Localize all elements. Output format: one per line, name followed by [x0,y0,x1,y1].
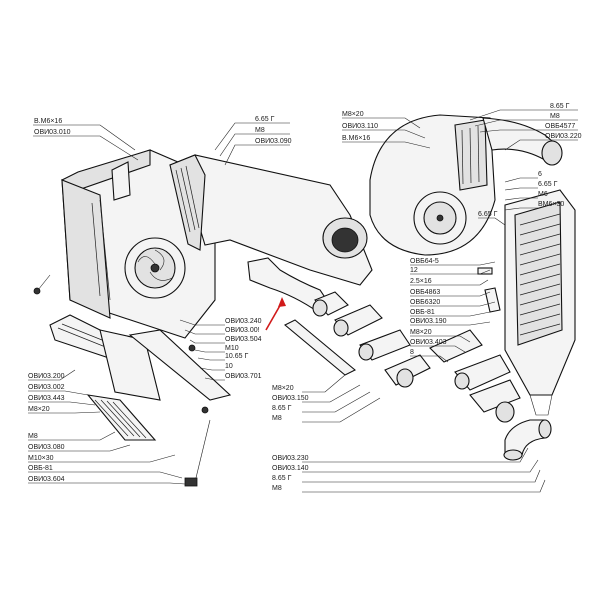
label-bl2: ОВИ03.002 [28,384,65,391]
label-rs1: ОВБ64-5 [410,258,439,265]
label-cm5: 10.65 Г [225,353,248,360]
label-tl2: ОВИ03.010 [34,129,71,136]
label-br2: ОВИ03.140 [272,465,309,472]
flat-rods [284,267,501,376]
label-br1: ОВИ03.230 [272,455,309,462]
label-rs2: 12 [410,267,418,274]
label-rm1: 6 [538,171,542,178]
label-tc2: М8 [255,127,265,134]
label-tm2: ОВИ03.110 [342,123,378,130]
label-cm4: М10 [225,345,239,352]
label-bl3: ОВИ03.443 [28,395,65,402]
label-bl7: М10×30 [28,455,54,462]
label-cm2: ОВИ03.00! [225,327,260,334]
right-fan-housing [369,114,496,256]
label-br4: М8 [272,485,282,492]
label-cm6: 10 [225,363,233,370]
label-bl1: ОВИ03.200 [28,373,65,380]
label-bl5: М8 [28,433,38,440]
label-rs5: ОВБ6320 [410,299,440,306]
label-bm2: ОВИ03.150 [272,395,309,402]
label-tr4: ОВИ03.220 [545,133,582,140]
label-rm4: ВМ6×30 [538,201,564,208]
label-bm4: М8 [272,415,282,422]
label-tc1: 6.65 Г [255,116,275,123]
label-tm1: М8×20 [342,111,364,118]
leader-lines [28,109,578,493]
part-labels: В.М6×16 ОВИ03.010 6.65 Г М8 ОВИ03.090 М8… [28,103,582,492]
red-indicator-arrow [265,297,286,331]
label-bl9: ОВИ03.604 [28,476,65,483]
label-rs10: 8 [410,349,414,356]
label-bl4: М8×20 [28,406,50,413]
label-rs4: ОВБ4863 [410,289,440,296]
vertical-filter-column [504,189,576,416]
lower-elbow-pipe [503,419,552,461]
label-rs7: ОВИ03.190 [410,318,447,325]
label-rs6: ОВБ-81 [410,309,435,316]
label-cm1: ОВИ03.240 [225,318,262,325]
upper-duct [169,154,373,286]
curved-outlet-elbow [482,117,563,166]
label-br3: 8.65 Г [272,475,292,482]
label-bl8: ОВБ-81 [28,465,53,472]
label-cm7: ОВИ03.701 [225,373,262,380]
label-rs3: 2.5×16 [410,278,432,285]
label-tl1: В.М6×16 [34,118,62,125]
label-bl6: ОВИ03.080 [28,444,65,451]
label-tr3: ОВБ4577 [545,123,575,130]
label-bm3: 8.65 Г [272,405,292,412]
label-rm3: М6 [538,191,548,198]
label-tr1: 8.65 Г [550,103,570,110]
label-tc3: ОВИ03.090 [255,138,292,145]
label-rs8: М8×20 [410,329,432,336]
label-tr2: М8 [550,113,560,120]
label-rm5: 6.65 Г [478,211,498,218]
label-cm3: ОВИ03.504 [225,336,262,343]
lower-left-plates [49,314,232,487]
label-tm3: В.М6×16 [342,135,370,142]
pipe-segments [312,291,521,423]
label-bm1: М8×20 [272,385,294,392]
label-rs9: ОВИ03.403 [410,339,447,346]
label-rm2: 6.65 Г [538,181,558,188]
